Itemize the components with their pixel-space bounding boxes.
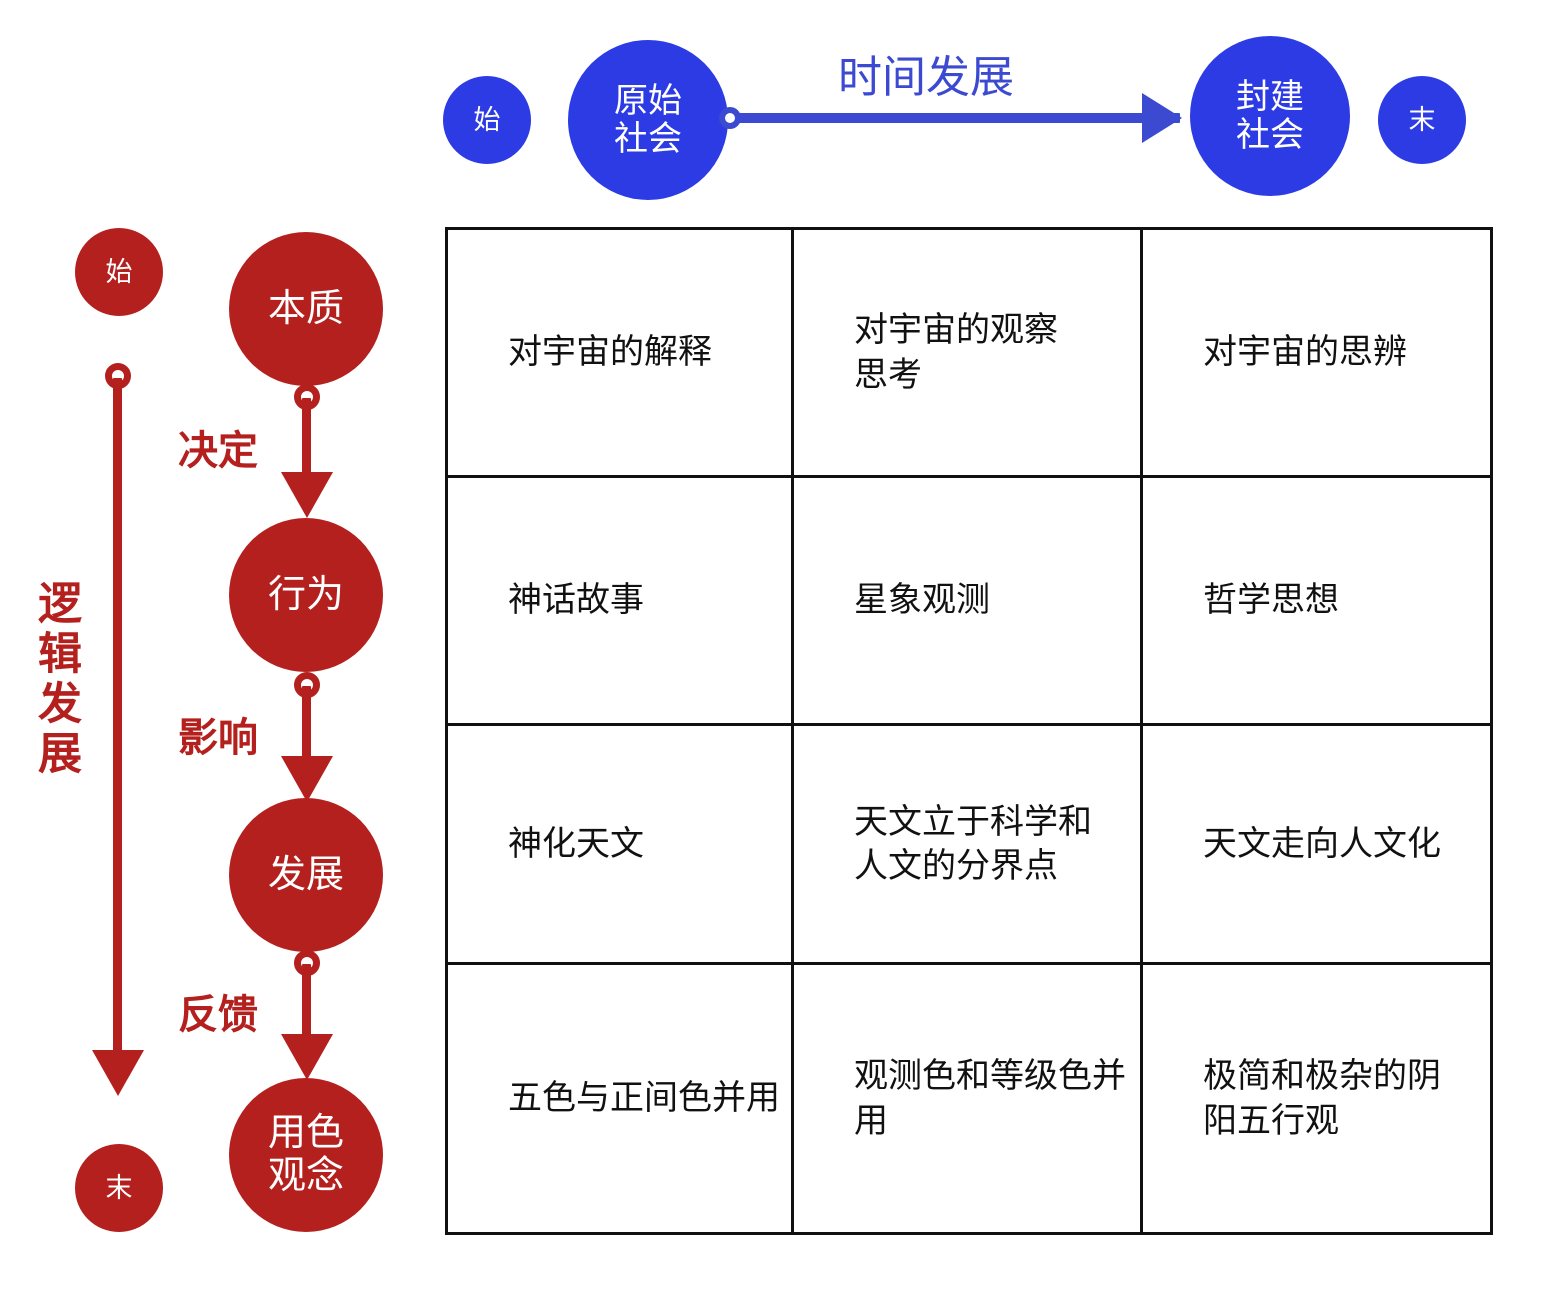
table-cell-r1c1: 对宇宙的解释 [445,227,794,478]
table-row: 对宇宙的解释 对宇宙的观察 思考 对宇宙的思辨 [445,227,1493,478]
comparison-matrix: 对宇宙的解释 对宇宙的观察 思考 对宇宙的思辨 神话故事 星象观测 哲学思想 神… [445,227,1493,1235]
connector-3-shaft [302,964,311,1044]
logic-start-marker: 始 [75,228,163,316]
table-cell-r1c3: 对宇宙的思辨 [1140,227,1493,478]
table-cell-r2c2: 星象观测 [791,475,1143,726]
table-cell-r4c3: 极简和极杂的阴 阳五行观 [1140,962,1493,1235]
logic-axis-shaft [113,378,122,1086]
connector-1-shaft [302,398,311,483]
table-cell-r4c2: 观测色和等级色并用 [791,962,1143,1235]
logic-node-essence[interactable]: 本质 [229,232,383,386]
table-cell-r3c3: 天文走向人文化 [1140,723,1493,965]
connector-2-label: 影响 [178,716,258,760]
logic-axis-arrow-head-icon [92,1050,144,1096]
table-cell-r3c2: 天文立于科学和 人文的分界点 [791,723,1143,965]
timeline-node-feudal-society[interactable]: 封建 社会 [1190,36,1350,196]
connector-3-label: 反馈 [178,993,258,1037]
logic-axis-label: 逻辑发展 [31,580,80,780]
connector-1-label: 决定 [178,429,258,473]
table-row: 五色与正间色并用 观测色和等级色并用 极简和极杂的阴 阳五行观 [445,962,1493,1235]
connector-1-arrow-head-icon [281,472,333,518]
logic-node-development[interactable]: 发展 [229,798,383,952]
table-cell-r2c1: 神话故事 [445,475,794,726]
logic-node-behavior[interactable]: 行为 [229,518,383,672]
timeline-node-primitive-society[interactable]: 原始 社会 [568,40,728,200]
timeline-end-marker: 末 [1378,76,1466,164]
table-cell-r4c1: 五色与正间色并用 [445,962,794,1235]
timeline-arrow-head-icon [1142,93,1182,143]
logic-node-color-concept[interactable]: 用色 观念 [229,1078,383,1232]
table-row: 神化天文 天文立于科学和 人文的分界点 天文走向人文化 [445,723,1493,965]
timeline-arrow-shaft [728,113,1180,123]
timeline-arrow-origin-dot [719,107,741,129]
connector-3-arrow-head-icon [281,1034,333,1080]
timeline-arrow-label: 时间发展 [838,53,1014,102]
table-cell-r3c1: 神化天文 [445,723,794,965]
timeline-start-marker: 始 [443,76,531,164]
table-cell-r1c2: 对宇宙的观察 思考 [791,227,1143,478]
connector-2-shaft [302,686,311,766]
table-cell-r2c3: 哲学思想 [1140,475,1493,726]
connector-2-arrow-head-icon [281,756,333,802]
table-row: 神话故事 星象观测 哲学思想 [445,475,1493,726]
logic-end-marker: 末 [75,1144,163,1232]
